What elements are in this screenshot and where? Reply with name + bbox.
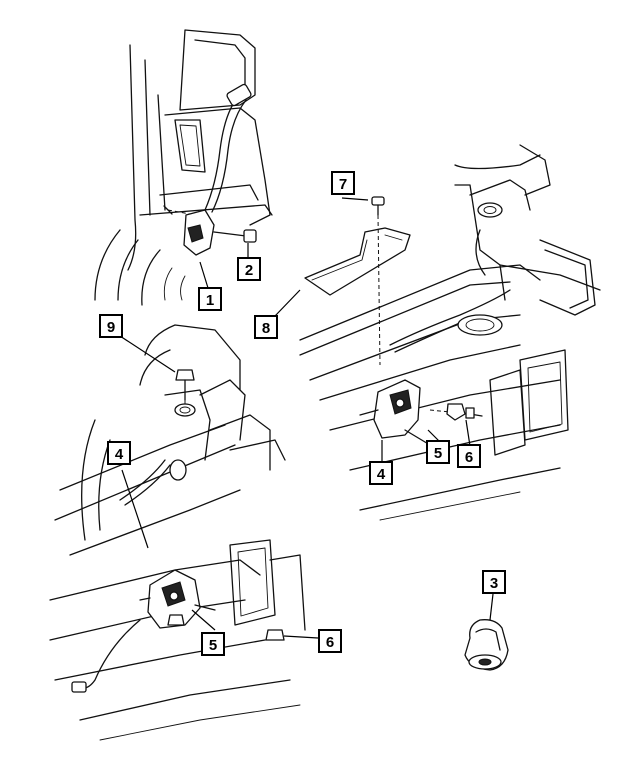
svg-text:1: 1 [206,292,214,309]
svg-text:2: 2 [245,262,253,279]
callout-5-right: 5 [426,440,450,464]
callout-4-right: 4 [369,461,393,485]
svg-text:4: 4 [115,446,124,463]
svg-text:9: 9 [107,319,115,336]
leader-lines [119,197,494,639]
svg-text:6: 6 [465,449,473,466]
callout-4-left: 4 [107,441,131,465]
svg-text:5: 5 [209,637,217,654]
svg-text:5: 5 [434,445,442,462]
right-view [299,144,601,521]
svg-text:3: 3 [490,575,498,592]
top-left-view [94,29,273,306]
callout-6-left: 6 [318,629,342,653]
callout-8: 8 [254,315,278,339]
svg-text:7: 7 [339,176,347,193]
svg-text:6: 6 [326,634,334,651]
callout-6-right: 6 [457,444,481,468]
callout-9: 9 [99,314,123,338]
clip-part-view [464,619,509,671]
svg-text:4: 4 [377,466,386,483]
callout-7: 7 [331,171,355,195]
callout-2: 2 [237,257,261,281]
bottom-left-view [49,324,306,741]
callout-5-left: 5 [201,632,225,656]
callout-3: 3 [482,570,506,594]
callout-1: 1 [198,287,222,311]
svg-text:8: 8 [262,320,270,337]
